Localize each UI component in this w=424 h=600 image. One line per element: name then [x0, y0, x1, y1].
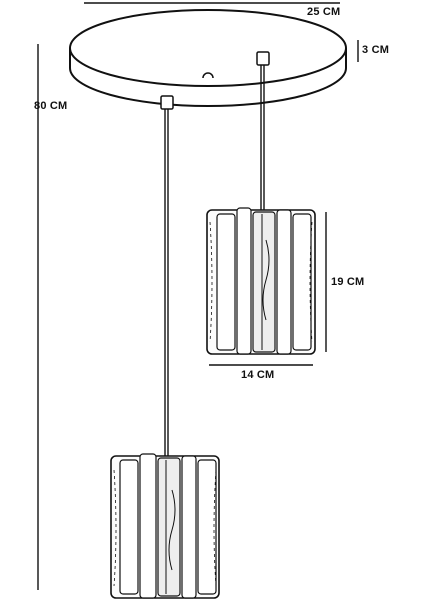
label-canopy-width: 25 CM — [307, 6, 341, 18]
label-canopy-height: 3 CM — [362, 44, 390, 56]
label-shade-width: 14 CM — [241, 369, 275, 381]
pendant-shade-long — [110, 453, 220, 599]
cable-grips — [160, 51, 270, 110]
pendant-shade-short — [206, 207, 316, 355]
label-total-drop: 80 CM — [34, 100, 68, 112]
pendant-cables — [164, 65, 265, 458]
ceiling-canopy — [69, 9, 347, 107]
dimension-lines — [37, 2, 359, 590]
label-shade-height: 19 CM — [331, 276, 365, 288]
